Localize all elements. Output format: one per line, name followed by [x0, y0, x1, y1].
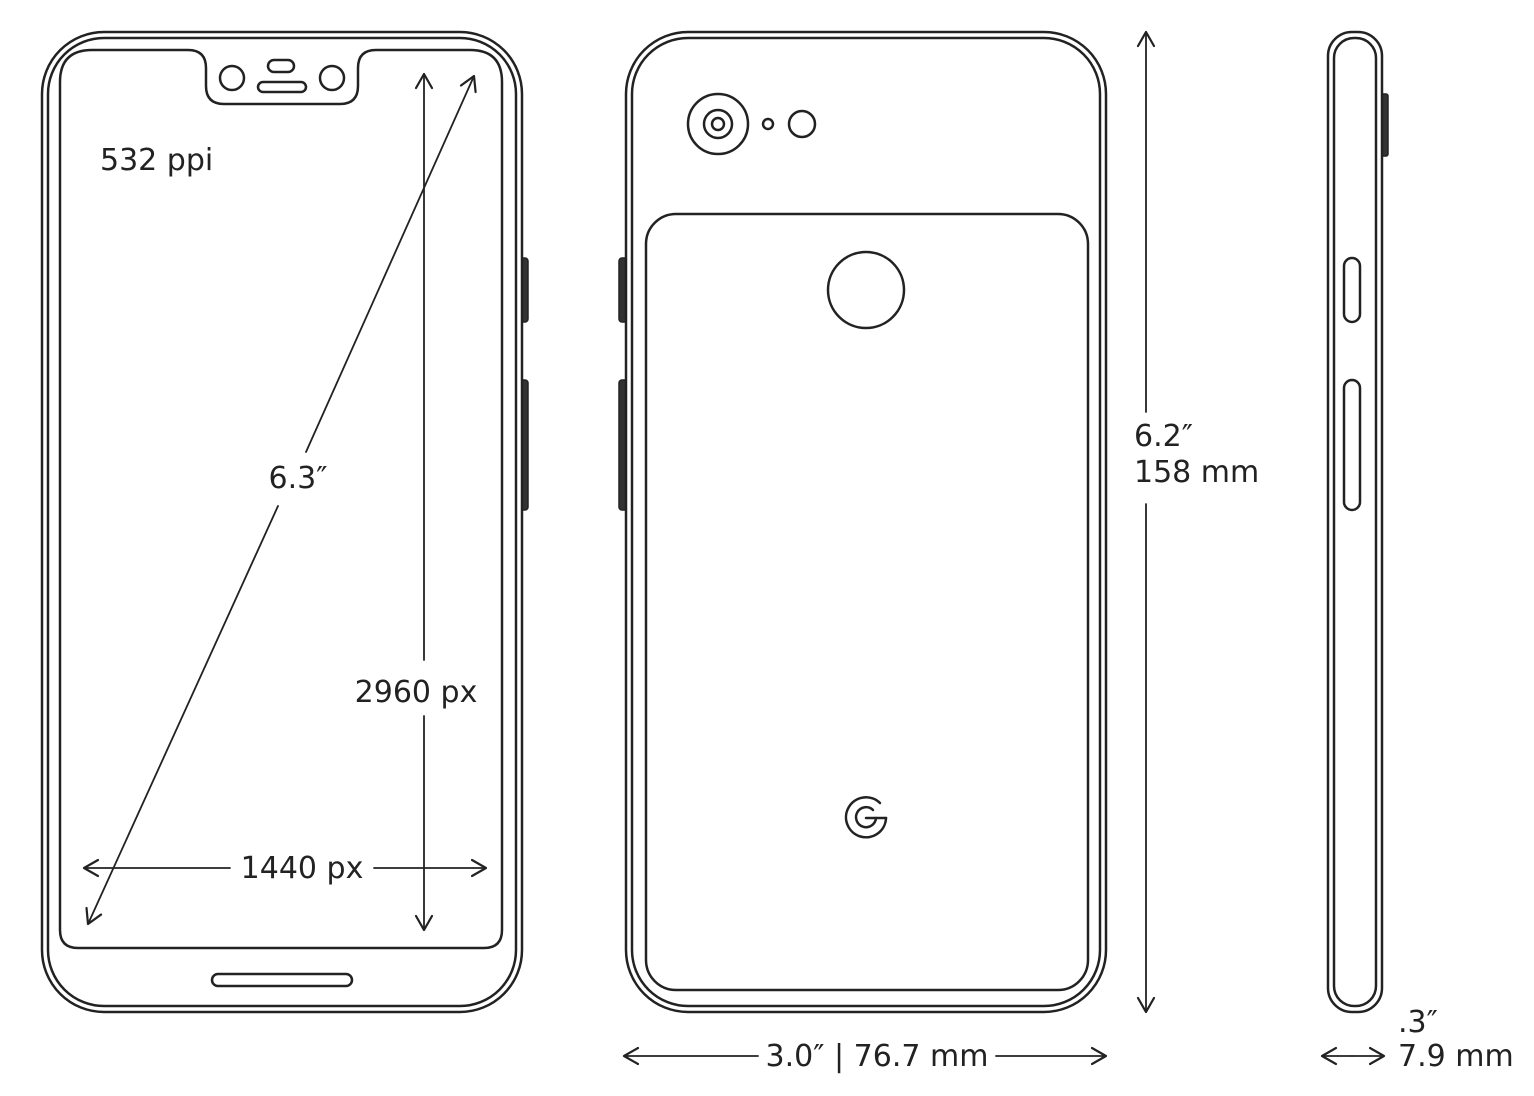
- back-view: 6.2″ 158 mm 3.0″ | 76.7 mm: [618, 30, 1259, 1074]
- height-mm-label: 158 mm: [1134, 455, 1259, 490]
- front-body-inner: [46, 36, 518, 1008]
- rear-camera-lens-ring: [702, 108, 734, 140]
- side-view: .3″ 7.9 mm: [1320, 30, 1514, 1074]
- bottom-speaker-grille-icon: [210, 972, 354, 988]
- front-body-outer: [40, 30, 524, 1014]
- front-camera-right-icon: [318, 64, 346, 92]
- pixel-density-label: 532 ppi: [100, 143, 213, 178]
- front-camera-left-icon: [218, 64, 246, 92]
- width-px-label: 1440 px: [241, 851, 364, 886]
- microphone-hole-icon: [761, 117, 775, 131]
- rear-camera-lens-core: [710, 116, 726, 132]
- proximity-sensor-icon: [266, 58, 296, 74]
- front-screen: [58, 48, 504, 950]
- side-body-inner: [1332, 36, 1378, 1008]
- back-body-inner: [630, 36, 1102, 1008]
- depth-mm-label: 7.9 mm: [1398, 1039, 1514, 1074]
- earpiece-speaker-icon: [256, 80, 308, 94]
- height-in-label: 6.2″: [1134, 419, 1193, 454]
- rear-camera-icon: [686, 92, 750, 156]
- diagonal-arrow-lower: [85, 505, 279, 926]
- front-view: 532 ppi 6.3″ 2960 px 1440 px: [40, 30, 529, 1014]
- side-volume-button: [1342, 378, 1362, 512]
- diagonal-label: 6.3″: [269, 461, 328, 496]
- back-lower-panel: [644, 212, 1090, 992]
- fingerprint-sensor-icon: [826, 250, 906, 330]
- flash-icon: [787, 109, 817, 139]
- height-px-label: 2960 px: [355, 675, 478, 710]
- side-body-outer: [1326, 30, 1384, 1014]
- back-body-outer: [624, 30, 1108, 1014]
- side-power-button: [1342, 256, 1362, 324]
- width-label: 3.0″ | 76.7 mm: [766, 1039, 989, 1074]
- diagonal-arrow-upper: [305, 74, 477, 453]
- google-g-logo-icon: [844, 796, 888, 839]
- depth-in-label: .3″: [1398, 1005, 1438, 1040]
